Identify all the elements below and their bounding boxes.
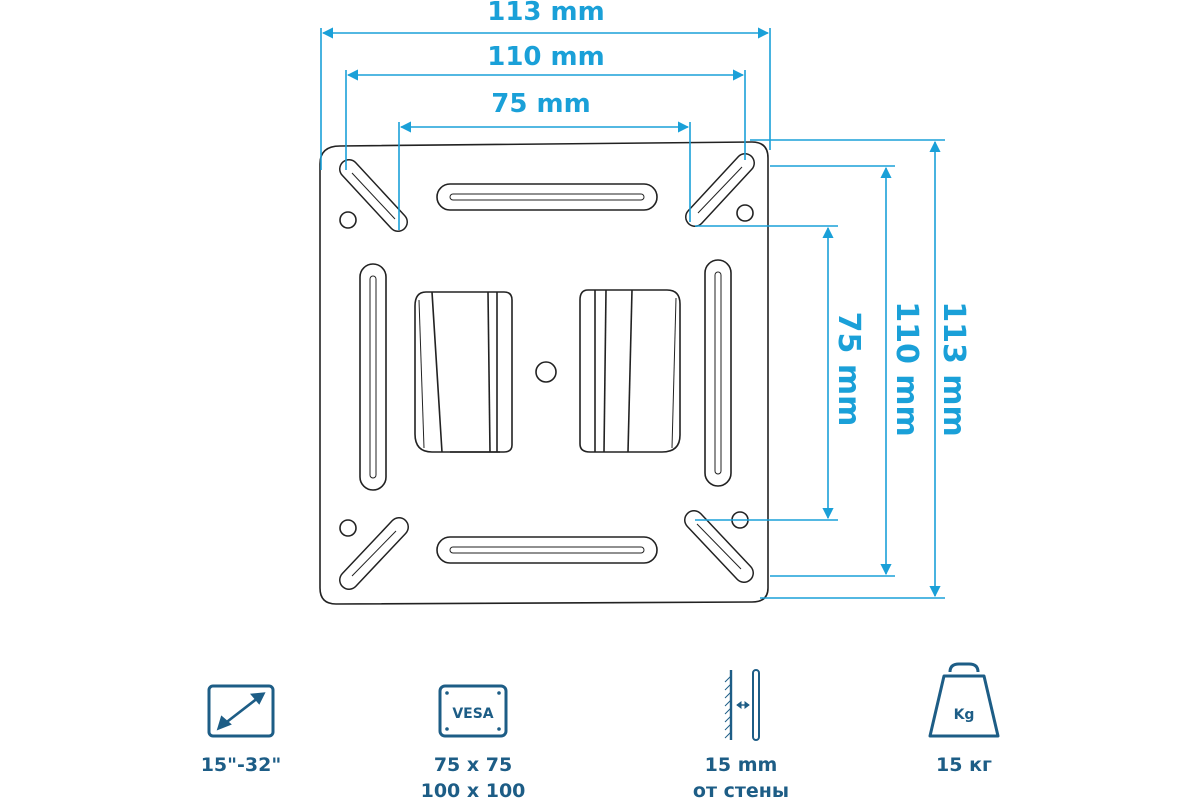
corner-hole <box>339 519 357 537</box>
width-inner-label: 75 mm <box>491 89 590 119</box>
height-mid-label: 110 mm <box>889 301 924 437</box>
wall-distance-icon <box>724 669 760 741</box>
spec-vesa-line2: 100 x 100 <box>420 780 526 802</box>
corner-hole <box>339 211 357 229</box>
mounting-plate <box>319 141 769 605</box>
horizontal-slot <box>436 183 658 211</box>
width-outer-label: 113 mm <box>487 0 605 27</box>
screen-diagonal-icon <box>207 684 275 738</box>
height-inner-label: 75 mm <box>831 312 866 427</box>
diagonal-slot <box>685 153 755 227</box>
weight-icon: Kg <box>928 662 1000 738</box>
center-hole <box>535 361 557 383</box>
bracket-tab-left <box>414 291 513 453</box>
dimension-lines <box>320 27 945 599</box>
spec-weight: 15 кг <box>854 752 1074 778</box>
horizontal-slot <box>436 536 658 564</box>
vesa-icon: VESA <box>438 684 508 738</box>
height-outer-label: 113 mm <box>936 301 971 437</box>
spec-weight-line1: 15 кг <box>936 754 992 776</box>
spec-wall-distance: 15 mm от стены <box>631 752 851 804</box>
corner-hole <box>736 204 754 222</box>
spec-wall-distance-line1: 15 mm <box>704 754 778 776</box>
diagonal-slot <box>339 159 408 232</box>
width-mid-label: 110 mm <box>487 42 605 72</box>
spec-wall-distance-line2: от стены <box>692 780 790 802</box>
vertical-slot <box>359 263 387 491</box>
bracket-tab-right <box>579 289 681 453</box>
spec-screen-size: 15"-32" <box>131 752 351 778</box>
vertical-slot <box>704 259 732 487</box>
weight-icon-text: Kg <box>954 707 975 723</box>
vesa-icon-text: VESA <box>452 706 493 722</box>
diagonal-slot <box>339 517 409 590</box>
diagonal-slot <box>684 510 754 583</box>
spec-vesa-line1: 75 x 75 <box>433 754 513 776</box>
spec-vesa: 75 x 75 100 x 100 <box>363 752 583 804</box>
spec-screen-size-line1: 15"-32" <box>200 754 282 776</box>
